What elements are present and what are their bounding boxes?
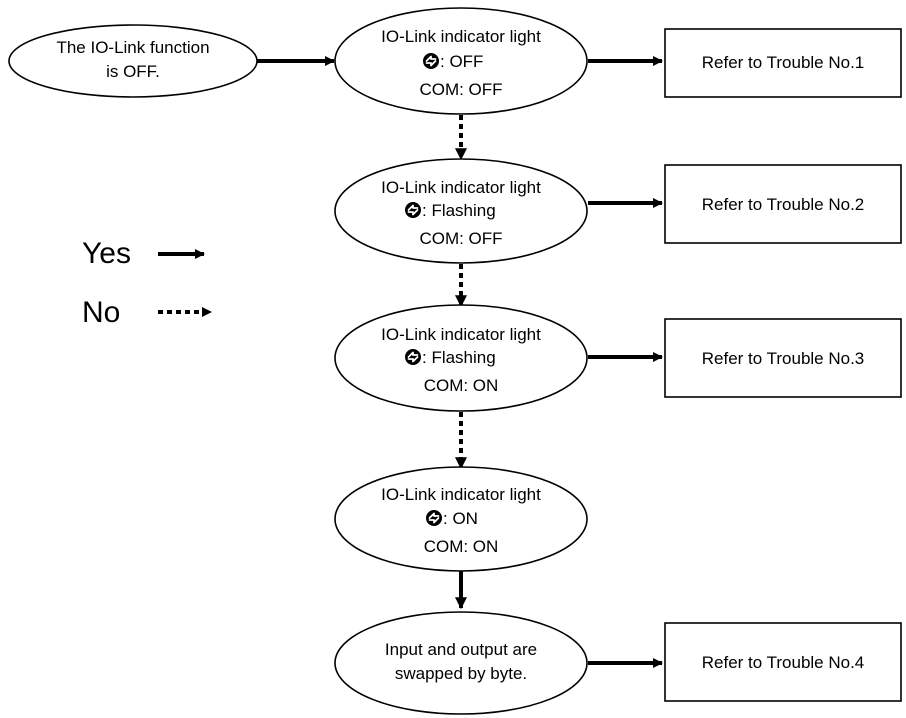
result-2-label: Refer to Trouble No.2: [702, 195, 865, 214]
decision-2-com: COM: OFF: [419, 229, 502, 248]
io-link-indicator-icon: [404, 348, 422, 366]
decision-node-1: IO-Link indicator light : OFF COM: OFF: [334, 7, 588, 115]
decision-3-title: IO-Link indicator light: [381, 325, 541, 344]
decision-1-state: : OFF: [440, 52, 483, 71]
end-line2: swapped by byte.: [395, 664, 527, 683]
end-node: Input and output are swapped by byte.: [334, 611, 588, 715]
io-link-indicator-icon: [425, 509, 443, 527]
decision-node-3: IO-Link indicator light : Flashing COM: …: [334, 304, 588, 412]
result-3-label: Refer to Trouble No.3: [702, 349, 865, 368]
legend-no-label: No: [82, 296, 120, 329]
result-box-2: Refer to Trouble No.2: [664, 164, 902, 244]
decision-4-title: IO-Link indicator light: [381, 485, 541, 504]
start-line1: The IO-Link function: [56, 38, 209, 57]
decision-node-4: IO-Link indicator light : ON COM: ON: [334, 466, 588, 572]
decision-2-title: IO-Link indicator light: [381, 178, 541, 197]
legend: Yes No: [82, 237, 212, 329]
result-4-label: Refer to Trouble No.4: [702, 653, 865, 672]
result-1-label: Refer to Trouble No.1: [702, 53, 865, 72]
decision-4-com: COM: ON: [424, 537, 499, 556]
decision-node-2: IO-Link indicator light : Flashing COM: …: [334, 158, 588, 264]
io-link-indicator-icon: [422, 52, 440, 70]
result-box-3: Refer to Trouble No.3: [664, 318, 902, 398]
decision-3-state: : Flashing: [422, 348, 496, 367]
io-link-indicator-icon: [404, 201, 422, 219]
end-line1: Input and output are: [385, 640, 537, 659]
decision-3-com: COM: ON: [424, 376, 499, 395]
start-line2: is OFF.: [106, 62, 160, 81]
legend-yes-label: Yes: [82, 237, 131, 270]
decision-1-title: IO-Link indicator light: [381, 27, 541, 46]
decision-2-state: : Flashing: [422, 201, 496, 220]
start-node: The IO-Link function is OFF.: [8, 24, 258, 98]
result-box-1: Refer to Trouble No.1: [664, 28, 902, 98]
decision-1-com: COM: OFF: [419, 80, 502, 99]
result-box-4: Refer to Trouble No.4: [664, 622, 902, 702]
decision-4-state: : ON: [443, 509, 478, 528]
